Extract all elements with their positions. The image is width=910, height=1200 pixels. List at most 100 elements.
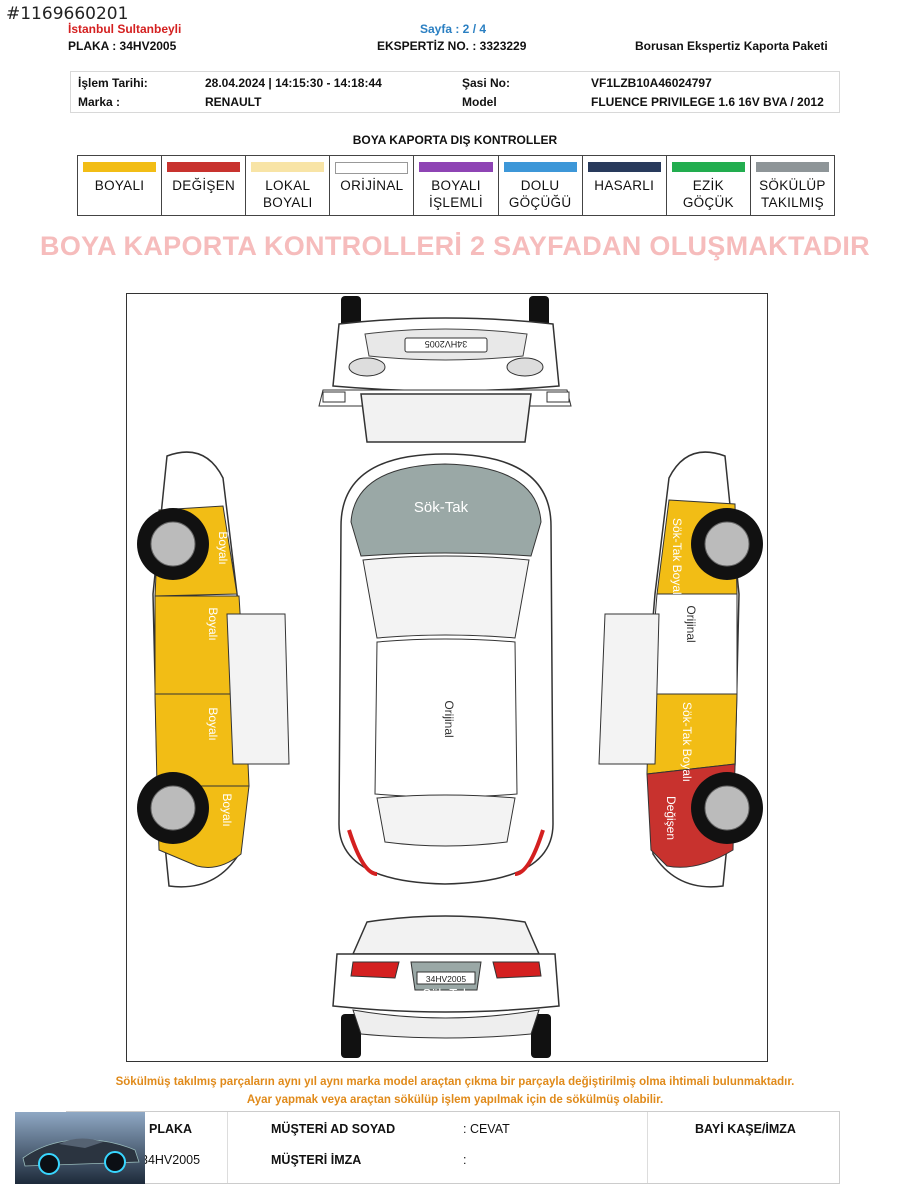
section-title: BOYA KAPORTA DIŞ KONTROLLER [352, 133, 558, 147]
hood-label: Sök-Tak [414, 499, 469, 516]
rear-lamp-left [350, 961, 400, 979]
legend-item-painted: BOYALI [78, 156, 163, 215]
windshield-top [362, 555, 530, 639]
left-rear-rim [150, 785, 196, 831]
roof-label: Orijinal [442, 700, 456, 737]
legend-swatch [503, 162, 577, 172]
customer-name-value: : CEVAT [463, 1122, 510, 1136]
car-top-view: Sök-Tak Orijinal [338, 453, 554, 885]
signature-box: PLAKA 34HV2005 MÜŞTERİ AD SOYAD : CEVAT … [66, 1111, 840, 1184]
report-number: EKSPERTİZ NO. : 3323229 [377, 39, 527, 53]
right-front-door-label: Orijinal [684, 605, 698, 642]
legend-item-damaged: HASARLI [583, 156, 667, 215]
right-rear-door-label: Sök-Tak Boyalı [680, 702, 694, 782]
sports-car-image [15, 1112, 145, 1184]
legend-swatch [671, 162, 745, 172]
legend-label: EZİK GÖÇÜK [682, 178, 734, 210]
front-fog-left [348, 357, 386, 377]
legend-item-dent: EZİK GÖÇÜK [667, 156, 751, 215]
front-fog-right [506, 357, 544, 377]
windshield [360, 393, 532, 443]
mirror-left [322, 391, 346, 403]
pages-notice-banner: BOYA KAPORTA KONTROLLERİ 2 SAYFADAN OLUŞ… [40, 231, 870, 261]
right-rear-rim [704, 785, 750, 831]
branch-name: İstanbul Sultanbeyli [68, 22, 182, 36]
customer-signature-value: : [463, 1153, 467, 1167]
page-number: Sayfa : 2 / 4 [420, 22, 487, 36]
divider [647, 1112, 648, 1183]
rear-plate [416, 971, 476, 985]
rear-wheel-left [341, 1014, 361, 1058]
vin-value: VF1LZB10A46024797 [591, 76, 712, 90]
date-label: İşlem Tarihi: [78, 76, 148, 90]
left-front-rim [150, 521, 196, 567]
customer-signature-label: MÜŞTERİ İMZA [271, 1153, 362, 1167]
note-line-1: Sökülmüş takılmış parçaların aynı yıl ay… [115, 1076, 795, 1088]
car-diagram-svg: 34HV2005 Sök-Tak Orijinal Boyalı Boyalı … [137, 296, 763, 1058]
legend-item-removed: SÖKÜLÜP TAKILMIŞ [751, 156, 834, 215]
rear-bumper [352, 1009, 540, 1039]
package-name: Borusan Ekspertiz Kaporta Paketi [635, 39, 828, 53]
plate-header: PLAKA : 34HV2005 [68, 39, 177, 53]
date-value: 28.04.2024 | 14:15:30 - 14:18:44 [205, 76, 382, 90]
vin-label: Şasi No: [462, 76, 511, 90]
right-front-rim [704, 521, 750, 567]
legend-item-hail: DOLU GÖÇÜĞÜ [499, 156, 583, 215]
listing-id: #1169660201 [6, 4, 129, 24]
legend-swatch [419, 162, 493, 172]
legend-swatch [335, 162, 409, 174]
right-front-fender-label: Sök-Tak Boyalı [670, 518, 684, 598]
left-front-fender-label: Boyalı [216, 531, 230, 564]
divider [227, 1112, 228, 1183]
legend-item-processed: BOYALI İŞLEMLİ [414, 156, 499, 215]
rear-glass [351, 915, 541, 955]
car-left-side-view: Boyalı Boyalı Boyalı Boyalı [137, 451, 290, 888]
tail-light-right [514, 829, 545, 876]
right-windows [598, 613, 660, 765]
footer-plate-value: 34HV2005 [141, 1153, 201, 1167]
legend-label: SÖKÜLÜP TAKILMIŞ [759, 178, 826, 210]
legend-item-local-painted: LOKAL BOYALI [246, 156, 331, 215]
hood-panel [350, 463, 542, 557]
car-thumbnail-image [15, 1112, 145, 1184]
make-label: Marka : [78, 95, 121, 109]
legend-swatch [587, 162, 661, 172]
car-damage-diagram: 34HV2005 Sök-Tak Orijinal Boyalı Boyalı … [126, 293, 768, 1062]
dealer-stamp-label: BAYİ KAŞE/İMZA [695, 1122, 796, 1136]
rear-wheel-right [531, 1014, 551, 1058]
tail-light-left [347, 829, 378, 876]
left-windows [226, 613, 290, 765]
legend-label: DEĞİŞEN [172, 178, 236, 193]
footer-plate-label: PLAKA [149, 1122, 193, 1136]
make-value: RENAULT [205, 95, 262, 109]
rear-lamp-right [492, 961, 542, 979]
model-label: Model [462, 95, 497, 109]
legend-swatch [755, 162, 829, 172]
front-plate-text: 34HV2005 [425, 339, 468, 349]
legend-label: LOKAL BOYALI [262, 178, 313, 210]
left-rear-door-label: Boyalı [206, 707, 220, 740]
legend-item-changed: DEĞİŞEN [162, 156, 247, 215]
legend-swatch [167, 162, 241, 172]
rear-plate-text: 34HV2005 [426, 974, 466, 984]
legend-item-original: ORİJİNAL [330, 156, 415, 215]
customer-name-label: MÜŞTERİ AD SOYAD [271, 1122, 396, 1136]
car-front-view: 34HV2005 [318, 296, 572, 443]
legend-label: ORİJİNAL [340, 178, 404, 193]
car-rear-view: 34HV2005 Sök-Tak [332, 915, 560, 1058]
legend-swatch [251, 162, 325, 172]
vehicle-info-box: İşlem Tarihi: 28.04.2024 | 14:15:30 - 14… [70, 71, 840, 113]
left-front-door-label: Boyalı [206, 607, 220, 640]
legend-swatch [83, 162, 157, 172]
legend-label: DOLU GÖÇÜĞÜ [508, 178, 572, 210]
note-line-2: Ayar yapmak veya araçtan sökülüp işlem y… [246, 1094, 664, 1106]
color-legend: BOYALI DEĞİŞEN LOKAL BOYALI ORİJİNAL BOY… [77, 155, 835, 216]
left-rear-fender-label: Boyalı [220, 793, 234, 826]
model-value: FLUENCE PRIVILEGE 1.6 16V BVA / 2012 [591, 95, 824, 109]
mirror-right [546, 391, 570, 403]
legend-label: BOYALI [94, 178, 145, 193]
legend-label: HASARLI [594, 178, 655, 193]
trunk-label: Sök-Tak [423, 986, 470, 1001]
right-rear-fender-label: Değişen [664, 796, 678, 840]
legend-label: BOYALI İŞLEMLİ [429, 178, 483, 210]
